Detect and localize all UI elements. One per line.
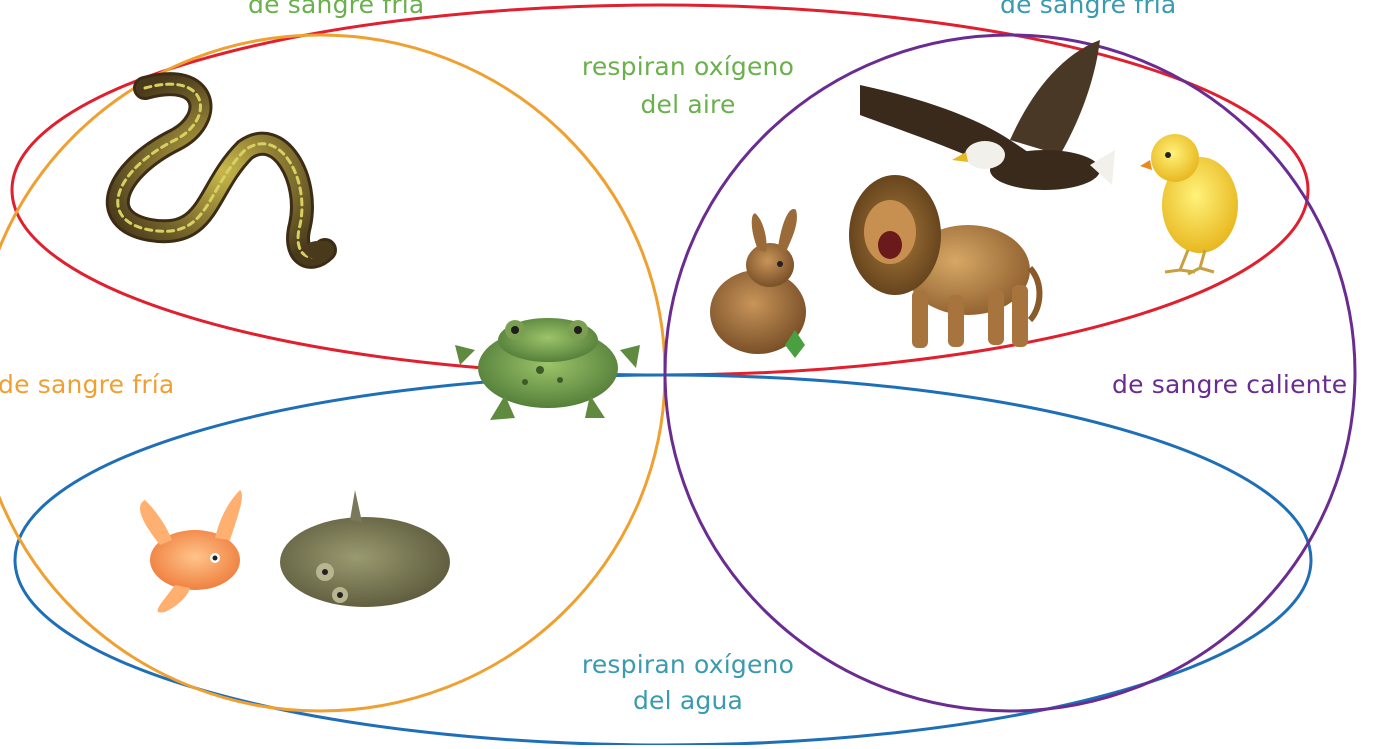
water-breathers-label: respiran oxígeno del agua xyxy=(548,650,828,716)
air-breathers-label: respiran oxígeno del aire xyxy=(548,52,828,120)
left-label: de sangre fría xyxy=(0,370,175,399)
warm-blooded-ellipse xyxy=(663,33,1357,713)
goldfish-icon xyxy=(140,490,242,613)
lion-icon xyxy=(849,175,1043,348)
water-breathers-label-line1: respiran oxígeno xyxy=(581,650,795,679)
frog-icon xyxy=(455,318,640,420)
air-breathers-label-line1: respiran oxígeno xyxy=(581,52,795,81)
flatfish-icon xyxy=(280,490,450,607)
snake-icon xyxy=(105,72,337,269)
water-breathers-label-line2: del agua xyxy=(632,686,744,715)
eagle-icon xyxy=(860,40,1115,190)
top-left-label: de sangre fría xyxy=(248,0,425,19)
chick-icon xyxy=(1140,134,1238,276)
top-right-label: de sangre fría xyxy=(1000,0,1177,19)
right-label: de sangre caliente xyxy=(1112,370,1348,399)
rabbit-icon xyxy=(710,209,806,358)
air-breathers-label-line2: del aire xyxy=(640,90,736,119)
